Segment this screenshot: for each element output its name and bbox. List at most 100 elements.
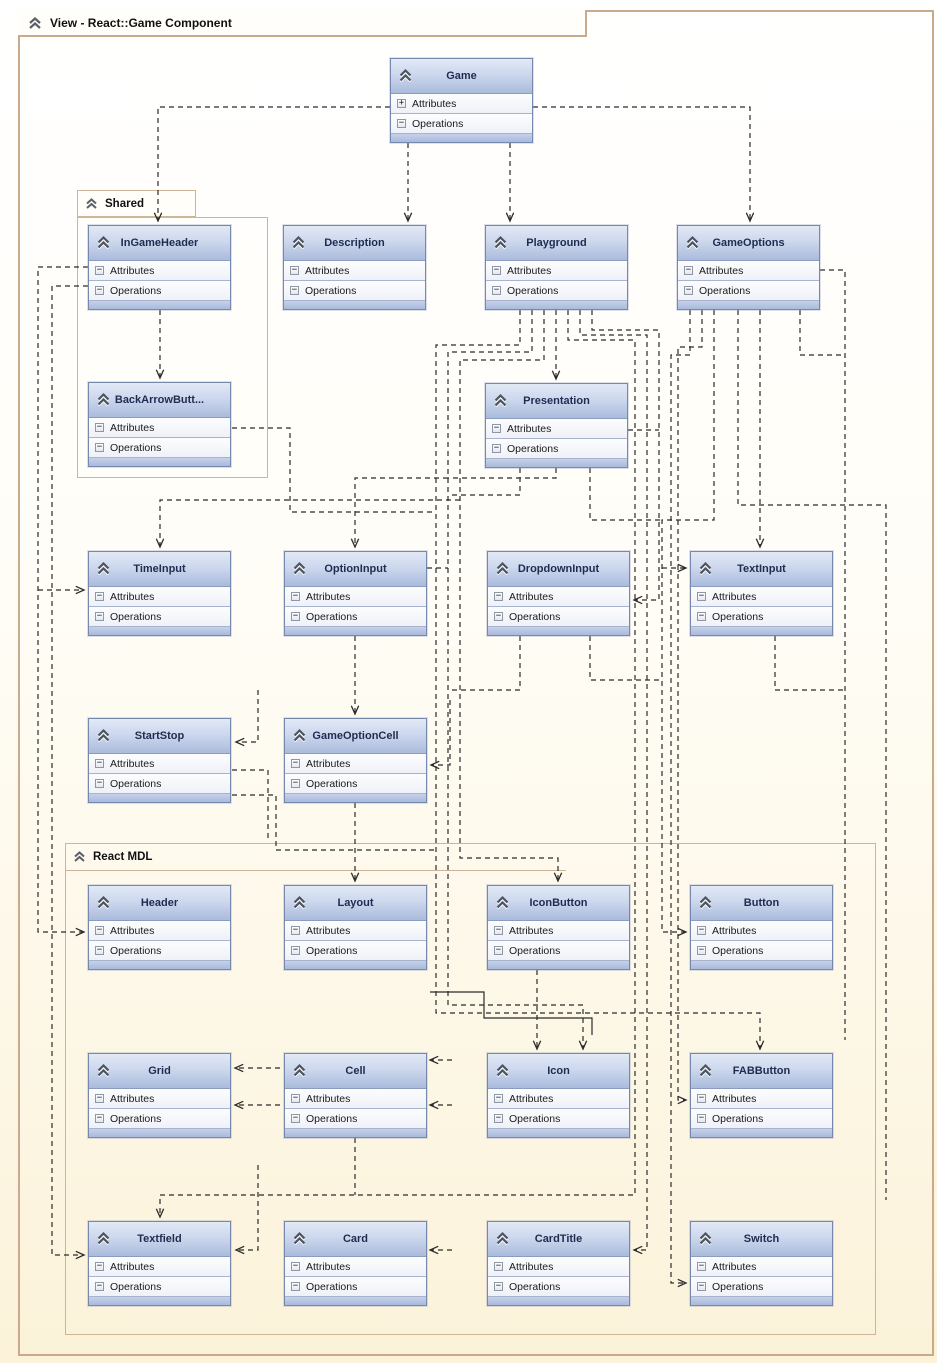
connector-presentation-exit-3[interactable] (589, 468, 662, 521)
expand-toggle-icon[interactable]: − (290, 285, 299, 295)
expand-toggle-icon[interactable]: − (397, 118, 406, 128)
collapse-chevron-icon[interactable] (96, 561, 111, 575)
class-header[interactable]: InGameHeader (89, 226, 230, 261)
connector-to-gameoptioncell-right[interactable] (431, 700, 451, 766)
connector-to-icon-top-2[interactable] (447, 310, 584, 1049)
connector-corridor-startstop-exit-1[interactable] (232, 769, 269, 838)
expand-toggle-icon[interactable]: − (290, 265, 299, 275)
collapse-chevron-icon[interactable] (96, 1063, 111, 1077)
expand-toggle-icon[interactable]: − (684, 285, 693, 295)
attributes-compartment[interactable]: + Attributes (391, 94, 532, 114)
connector-to-optioninput-top[interactable] (354, 477, 448, 547)
connector-to-textfield-top[interactable] (159, 310, 636, 1217)
attributes-compartment[interactable]: − Attributes (89, 1089, 230, 1109)
collapse-chevron-icon[interactable] (96, 392, 111, 406)
operations-compartment[interactable]: − Operations (691, 607, 832, 627)
expand-toggle-icon[interactable]: − (95, 1113, 104, 1123)
collapse-chevron-icon[interactable] (495, 1063, 510, 1077)
expand-toggle-icon[interactable]: − (697, 925, 706, 935)
operations-compartment[interactable]: − Operations (691, 941, 832, 961)
collapse-chevron-icon[interactable] (292, 1063, 307, 1077)
package-tab-shared[interactable]: Shared (77, 190, 196, 217)
collapse-chevron-icon[interactable] (698, 895, 713, 909)
connector-game-to-gameoptions[interactable] (533, 106, 751, 221)
expand-toggle-icon[interactable]: − (697, 1261, 706, 1271)
collapse-chevron-icon[interactable] (698, 1231, 713, 1245)
class-header[interactable]: CardTitle (488, 1222, 629, 1257)
class-box-icon[interactable]: Icon − Attributes − Operations (487, 1053, 630, 1138)
operations-compartment[interactable]: − Operations (284, 281, 425, 301)
expand-toggle-icon[interactable]: − (95, 1261, 104, 1271)
operations-compartment[interactable]: − Operations (89, 1277, 230, 1297)
attributes-compartment[interactable]: − Attributes (691, 587, 832, 607)
attributes-compartment[interactable]: − Attributes (678, 261, 819, 281)
attributes-compartment[interactable]: − Attributes (89, 418, 230, 438)
attributes-compartment[interactable]: − Attributes (691, 1089, 832, 1109)
connector-textinput-exit[interactable] (774, 636, 845, 691)
connector-to-timeinput-top[interactable] (159, 499, 460, 547)
attributes-compartment[interactable]: − Attributes (486, 261, 627, 281)
attributes-compartment[interactable]: − Attributes (89, 587, 230, 607)
connector-to-button-left[interactable] (661, 310, 715, 933)
class-header[interactable]: TimeInput (89, 552, 230, 587)
operations-compartment[interactable]: − Operations (89, 941, 230, 961)
package-tab-react-mdl[interactable]: React MDL (65, 843, 566, 871)
expand-toggle-icon[interactable]: − (95, 778, 104, 788)
expand-toggle-icon[interactable]: − (291, 591, 300, 601)
expand-toggle-icon[interactable]: − (492, 423, 501, 433)
expand-toggle-icon[interactable]: − (95, 285, 104, 295)
expand-toggle-icon[interactable]: − (291, 945, 300, 955)
expand-toggle-icon[interactable]: − (95, 758, 104, 768)
class-header[interactable]: Button (691, 886, 832, 921)
class-header[interactable]: Header (89, 886, 230, 921)
attributes-compartment[interactable]: − Attributes (285, 1089, 426, 1109)
attributes-compartment[interactable]: − Attributes (284, 261, 425, 281)
collapse-chevron-icon[interactable] (291, 235, 306, 249)
expand-toggle-icon[interactable]: − (95, 1281, 104, 1291)
collapse-chevron-icon[interactable] (85, 198, 98, 209)
expand-toggle-icon[interactable]: − (494, 591, 503, 601)
expand-toggle-icon[interactable]: − (95, 265, 104, 275)
class-header[interactable]: Textfield (89, 1222, 230, 1257)
connector-game-to-ingameheader[interactable] (157, 106, 390, 221)
connector-corridor-backarrow-exit[interactable] (232, 427, 436, 513)
class-box-layout[interactable]: Layout − Attributes − Operations (284, 885, 427, 970)
class-box-presentation[interactable]: Presentation − Attributes − Operations (485, 383, 628, 468)
expand-toggle-icon[interactable]: − (494, 1281, 503, 1291)
expand-toggle-icon[interactable]: − (95, 925, 104, 935)
connector-to-textfield-left[interactable] (51, 285, 88, 1256)
expand-toggle-icon[interactable]: − (291, 1093, 300, 1103)
attributes-compartment[interactable]: − Attributes (89, 261, 230, 281)
expand-toggle-icon[interactable]: − (291, 778, 300, 788)
connector-solid-link[interactable] (430, 991, 593, 1035)
expand-toggle-icon[interactable]: − (697, 945, 706, 955)
collapse-chevron-icon[interactable] (96, 728, 111, 742)
connector-dropdowninput-exit-1[interactable] (450, 636, 521, 691)
collapse-chevron-icon[interactable] (495, 895, 510, 909)
expand-toggle-icon[interactable]: − (494, 925, 503, 935)
collapse-chevron-icon[interactable] (398, 68, 413, 82)
class-box-optioninput[interactable]: OptionInput − Attributes − Operations (284, 551, 427, 636)
class-header[interactable]: Icon (488, 1054, 629, 1089)
connector-to-header-left[interactable] (37, 266, 88, 933)
collapse-chevron-icon[interactable] (292, 1231, 307, 1245)
expand-toggle-icon[interactable]: − (95, 442, 104, 452)
operations-compartment[interactable]: − Operations (285, 1109, 426, 1129)
class-header[interactable]: StartStop (89, 719, 230, 754)
class-box-cell[interactable]: Cell − Attributes − Operations (284, 1053, 427, 1138)
class-box-game[interactable]: Game + Attributes − Operations (390, 58, 533, 143)
class-box-cardtitle[interactable]: CardTitle − Attributes − Operations (487, 1221, 630, 1306)
connector-dropdowninput-exit-2[interactable] (589, 636, 659, 681)
connector-to-textfield-right[interactable] (236, 1165, 259, 1251)
class-box-startstop[interactable]: StartStop − Attributes − Operations (88, 718, 231, 803)
class-header[interactable]: Card (285, 1222, 426, 1257)
class-box-dropdowninput[interactable]: DropdownInput − Attributes − Operations (487, 551, 630, 636)
class-box-gameoptions[interactable]: GameOptions − Attributes − Operations (677, 225, 820, 310)
connector-presentation-exit-1[interactable] (448, 468, 521, 496)
attributes-compartment[interactable]: − Attributes (488, 587, 629, 607)
class-header[interactable]: DropdownInput (488, 552, 629, 587)
attributes-compartment[interactable]: − Attributes (285, 1257, 426, 1277)
expand-toggle-icon[interactable]: − (291, 1281, 300, 1291)
expand-toggle-icon[interactable]: − (291, 925, 300, 935)
collapse-chevron-icon[interactable] (698, 1063, 713, 1077)
